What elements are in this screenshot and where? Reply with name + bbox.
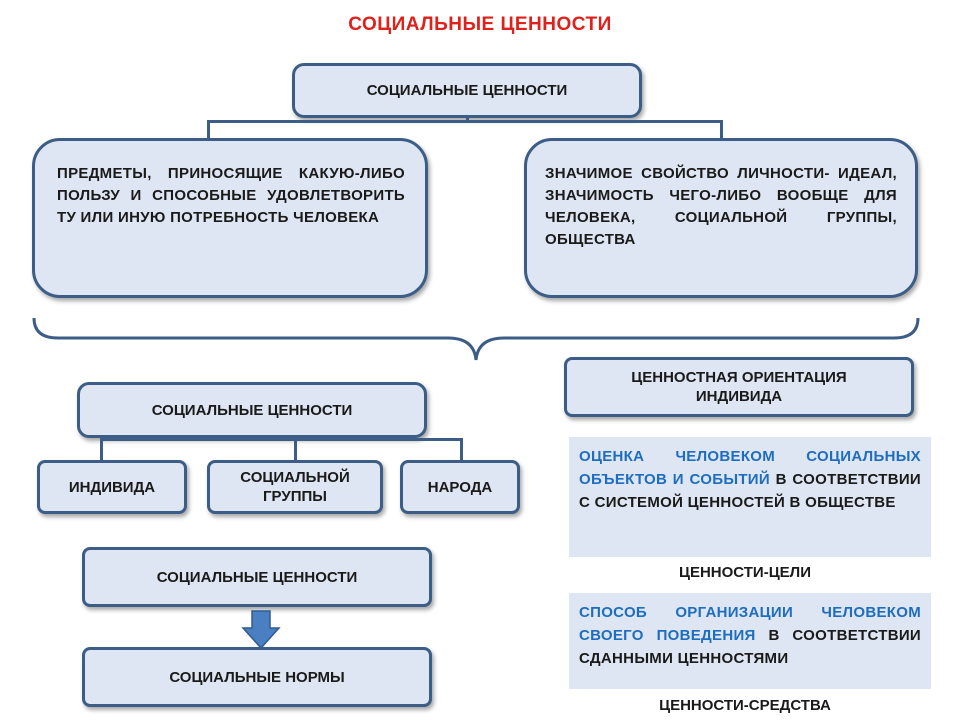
mid-connector-drop-3 bbox=[460, 438, 463, 460]
mid-social-values-label: СОЦИАЛЬНЫЕ ЦЕННОСТИ bbox=[151, 401, 353, 419]
goals-definition-rest: В СООТВЕТСТВИИ С СИСТЕМОЙ ЦЕННОСТЕЙ В ОБ… bbox=[579, 471, 921, 511]
definition-objects-box: ПРЕДМЕТЫ, ПРИНОСЯЩИЕ КАКУЮ-ЛИБО ПОЛЬЗУ И… bbox=[32, 138, 428, 298]
mid-connector-drop-1 bbox=[100, 438, 103, 460]
definition-objects-text: ПРЕДМЕТЫ, ПРИНОСЯЩИЕ КАКУЮ-ЛИБО ПОЛЬЗУ И… bbox=[57, 165, 405, 226]
definition-property-box: ЗНАЧИМОЕ СВОЙСТВО ЛИЧНОСТИ- ИДЕАЛ, ЗНАЧИ… bbox=[524, 138, 918, 298]
level-individual-label: ИНДИВИДА bbox=[68, 478, 156, 496]
value-orientation-box: ЦЕННОСТНАЯ ОРИЕНТАЦИЯ ИНДИВИДА bbox=[564, 357, 914, 417]
top-social-values-box: СОЦИАЛЬНЫЕ ЦЕННОСТИ bbox=[292, 63, 642, 118]
flow-social-norms-box: СОЦИАЛЬНЫЕ НОРМЫ bbox=[82, 647, 432, 707]
mid-social-values-box: СОЦИАЛЬНЫЕ ЦЕННОСТИ bbox=[77, 382, 427, 438]
brace-icon bbox=[32, 317, 920, 361]
level-people-box: НАРОДА bbox=[400, 460, 520, 514]
top-connector-left-drop bbox=[207, 120, 210, 138]
arrow-down-icon bbox=[241, 610, 281, 650]
mid-connector-horizontal bbox=[100, 438, 463, 441]
flow-social-norms-label: СОЦИАЛЬНЫЕ НОРМЫ bbox=[169, 668, 345, 686]
means-definition-rest: В СООТВЕТСТВИИ СДАННЫМИ ЦЕННОСТЯМИ bbox=[579, 627, 921, 667]
flow-social-values-label: СОЦИАЛЬНЫЕ ЦЕННОСТИ bbox=[156, 568, 358, 586]
definition-property-text: ЗНАЧИМОЕ СВОЙСТВО ЛИЧНОСТИ- ИДЕАЛ, ЗНАЧИ… bbox=[545, 165, 897, 248]
value-orientation-label: ЦЕННОСТНАЯ ОРИЕНТАЦИЯ ИНДИВИДА bbox=[631, 369, 847, 405]
page-title: СОЦИАЛЬНЫЕ ЦЕННОСТИ bbox=[348, 14, 612, 35]
goals-definition-highlight: ОЦЕНКА ЧЕЛОВЕКОМ СОЦИАЛЬНЫХ ОБЪЕКТОВ И С… bbox=[579, 448, 921, 488]
flow-social-values-box: СОЦИАЛЬНЫЕ ЦЕННОСТИ bbox=[82, 547, 432, 607]
level-individual-box: ИНДИВИДА bbox=[37, 460, 187, 514]
mid-connector-drop-2 bbox=[294, 438, 297, 460]
level-social-group-box: СОЦИАЛЬНОЙ ГРУППЫ bbox=[207, 460, 383, 514]
top-connector-right-drop bbox=[720, 120, 723, 138]
top-connector-horizontal bbox=[207, 120, 723, 123]
level-social-group-label: СОЦИАЛЬНОЙ ГРУППЫ bbox=[240, 469, 350, 505]
means-definition-highlight: СПОСОБ ОРГАНИЗАЦИИ ЧЕЛОВЕКОМ СВОЕГО ПОВЕ… bbox=[579, 604, 921, 644]
means-definition-panel: СПОСОБ ОРГАНИЗАЦИИ ЧЕЛОВЕКОМ СВОЕГО ПОВЕ… bbox=[569, 593, 931, 689]
means-caption: ЦЕННОСТИ-СРЕДСТВА bbox=[659, 697, 831, 714]
goals-definition-panel: ОЦЕНКА ЧЕЛОВЕКОМ СОЦИАЛЬНЫХ ОБЪЕКТОВ И С… bbox=[569, 437, 931, 557]
goals-caption: ЦЕННОСТИ-ЦЕЛИ bbox=[679, 564, 811, 581]
level-people-label: НАРОДА bbox=[427, 478, 493, 496]
top-social-values-label: СОЦИАЛЬНЫЕ ЦЕННОСТИ bbox=[366, 82, 568, 99]
